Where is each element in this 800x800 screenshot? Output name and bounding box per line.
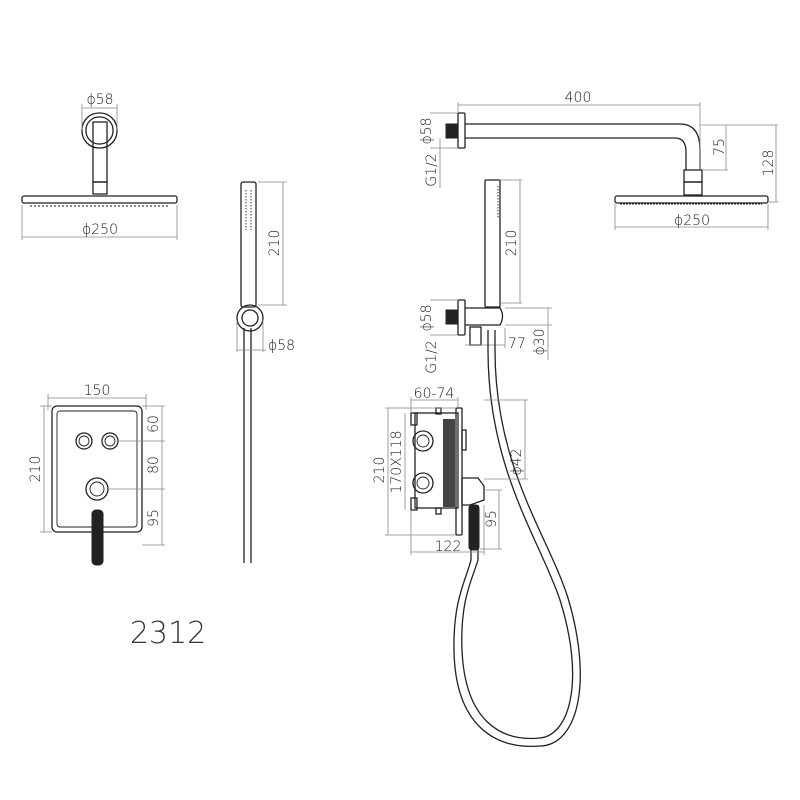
box-size-label: 170X118 <box>389 430 405 493</box>
arm-drop-label: 75 <box>712 138 728 156</box>
side-head-dia-label: ϕ250 <box>674 213 710 229</box>
valve-box-side-view: 60-74 210 170X118 ϕ42 95 122 <box>372 386 528 555</box>
buttons-offset-label: 60 <box>146 415 162 433</box>
lever-offset-label: 95 <box>146 509 162 527</box>
panel-height-label: 210 <box>28 456 44 483</box>
head-shower-front-view: ϕ58 ϕ250 <box>21 92 178 240</box>
arm-flange-dia-label: ϕ58 <box>419 117 435 144</box>
knob-offset-label: 80 <box>146 456 162 474</box>
head-flange-dia-label: ϕ58 <box>86 92 113 108</box>
side-hand-shower-length-label: 210 <box>504 230 520 257</box>
model-number: 2312 <box>130 616 206 651</box>
arm-thread-label: G1/2 <box>424 153 440 186</box>
box-height-label: 210 <box>372 457 388 484</box>
outlet-flange-dia-label: ϕ58 <box>419 304 435 331</box>
lever-length-label: 95 <box>484 510 500 528</box>
box-depth-label: 60-74 <box>414 386 455 402</box>
head-shower-side-view: 400 ϕ58 G1/2 75 128 ϕ250 <box>419 90 778 230</box>
knob-dia-label: ϕ42 <box>509 448 525 475</box>
total-drop-label: 128 <box>761 150 777 177</box>
control-panel-front-view: 150 210 60 80 95 <box>28 383 165 566</box>
head-dia-label: ϕ250 <box>82 222 118 238</box>
panel-width-label: 150 <box>84 383 111 399</box>
holder-dia-side-label: ϕ30 <box>532 328 548 355</box>
arm-length-label: 400 <box>565 90 592 106</box>
outlet-depth-label: 77 <box>508 336 526 352</box>
holder-dia-label: ϕ58 <box>268 338 295 354</box>
hand-shower-side-view: 210 ϕ58 G1/2 77 ϕ30 <box>419 179 581 748</box>
outlet-thread-label: G1/2 <box>424 340 440 373</box>
panel-depth-label: 122 <box>435 539 462 555</box>
hand-shower-length-label: 210 <box>267 230 283 257</box>
hand-shower-front-view: 210 ϕ58 <box>236 181 295 563</box>
